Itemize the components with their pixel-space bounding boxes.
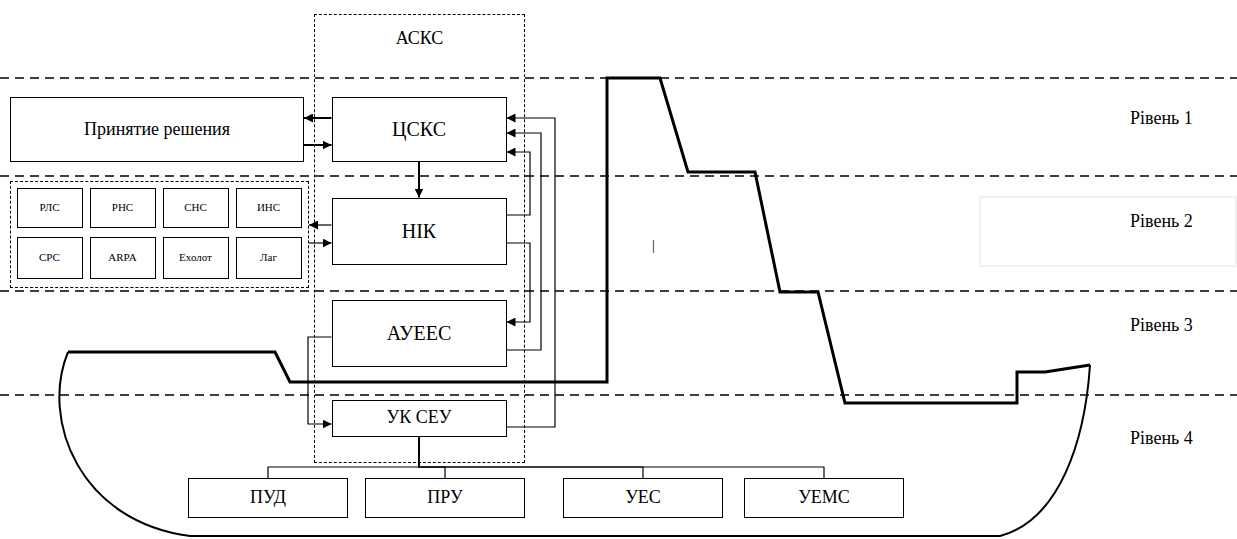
box-label: Лаг bbox=[260, 251, 277, 263]
process-box: РНС bbox=[90, 188, 156, 228]
level-divider bbox=[0, 394, 1237, 395]
connector-line bbox=[419, 437, 643, 479]
box-label: СРС bbox=[39, 251, 60, 263]
ship-hull bbox=[59, 352, 1090, 536]
process-box: ИНС bbox=[236, 188, 302, 228]
box-label: УЕМС bbox=[798, 488, 850, 508]
process-box: ПРУ bbox=[365, 478, 525, 518]
box-label: ПРУ bbox=[427, 488, 462, 508]
box-label: УЕС bbox=[625, 488, 661, 508]
box-label: РНС bbox=[112, 201, 133, 213]
connector-arrow bbox=[507, 152, 531, 215]
box-label: ПУД bbox=[250, 488, 286, 508]
connector-arrow bbox=[309, 224, 332, 225]
label-frame bbox=[980, 197, 1236, 266]
box-label: ИНС bbox=[257, 201, 280, 213]
connector-line bbox=[419, 437, 445, 479]
process-box: ПУД bbox=[188, 478, 348, 518]
level-label: Рівень 2 bbox=[1130, 212, 1193, 232]
connector-arrow bbox=[309, 242, 332, 243]
level-label: Рівень 1 bbox=[1130, 109, 1193, 129]
process-box: СНС bbox=[163, 188, 229, 228]
level-label: Рівень 3 bbox=[1130, 316, 1193, 336]
process-box: АУЕЕС bbox=[332, 300, 507, 367]
sensor-group: РЛС РНС СНС ИНС СРС ARPA Ехолот Лаг bbox=[10, 181, 309, 288]
connector-arrow bbox=[304, 117, 332, 119]
cursor-mark: | bbox=[652, 238, 655, 253]
box-label: АСКС bbox=[396, 29, 444, 49]
box-label: Принятие решения bbox=[84, 120, 230, 140]
connector-arrow bbox=[308, 337, 332, 424]
box-label: ЦСКС bbox=[392, 118, 446, 140]
box-label: Ехолот bbox=[179, 251, 212, 263]
box-label: АУЕЕС bbox=[387, 322, 452, 344]
box-label: РЛС bbox=[39, 201, 59, 213]
connector-arrow bbox=[507, 243, 531, 322]
decision-box: Принятие решения bbox=[10, 97, 304, 162]
process-box: РЛС bbox=[17, 188, 83, 228]
connector-line bbox=[268, 437, 419, 479]
connector-arrow bbox=[304, 144, 332, 146]
connector-arrow bbox=[418, 162, 420, 198]
box-label: УК СЕУ bbox=[387, 408, 452, 428]
box-label: СНС bbox=[184, 201, 207, 213]
process-box: ARPA bbox=[90, 237, 156, 279]
process-box: Лаг bbox=[236, 237, 302, 279]
connector-arrow bbox=[507, 118, 556, 427]
connector-line bbox=[419, 437, 824, 479]
process-box: СРС bbox=[17, 237, 83, 279]
process-box: Ехолот bbox=[163, 237, 229, 279]
ship-superstructure bbox=[68, 78, 1090, 403]
process-box: УЕС bbox=[563, 478, 723, 518]
process-box: ЦСКС bbox=[332, 97, 507, 162]
process-box: УК СЕУ bbox=[332, 400, 507, 437]
box-label: ARPA bbox=[108, 251, 136, 263]
connector-arrow bbox=[507, 133, 542, 350]
process-box: НІК bbox=[332, 198, 507, 265]
system-group: АСКС ЦСКС НІК АУЕЕС УК СЕУ bbox=[314, 14, 525, 463]
level-divider bbox=[0, 175, 1237, 176]
box-label: НІК bbox=[402, 220, 436, 242]
level-label: Рівень 4 bbox=[1130, 429, 1193, 449]
level-divider bbox=[0, 290, 1237, 291]
process-box: УЕМС bbox=[744, 478, 904, 518]
